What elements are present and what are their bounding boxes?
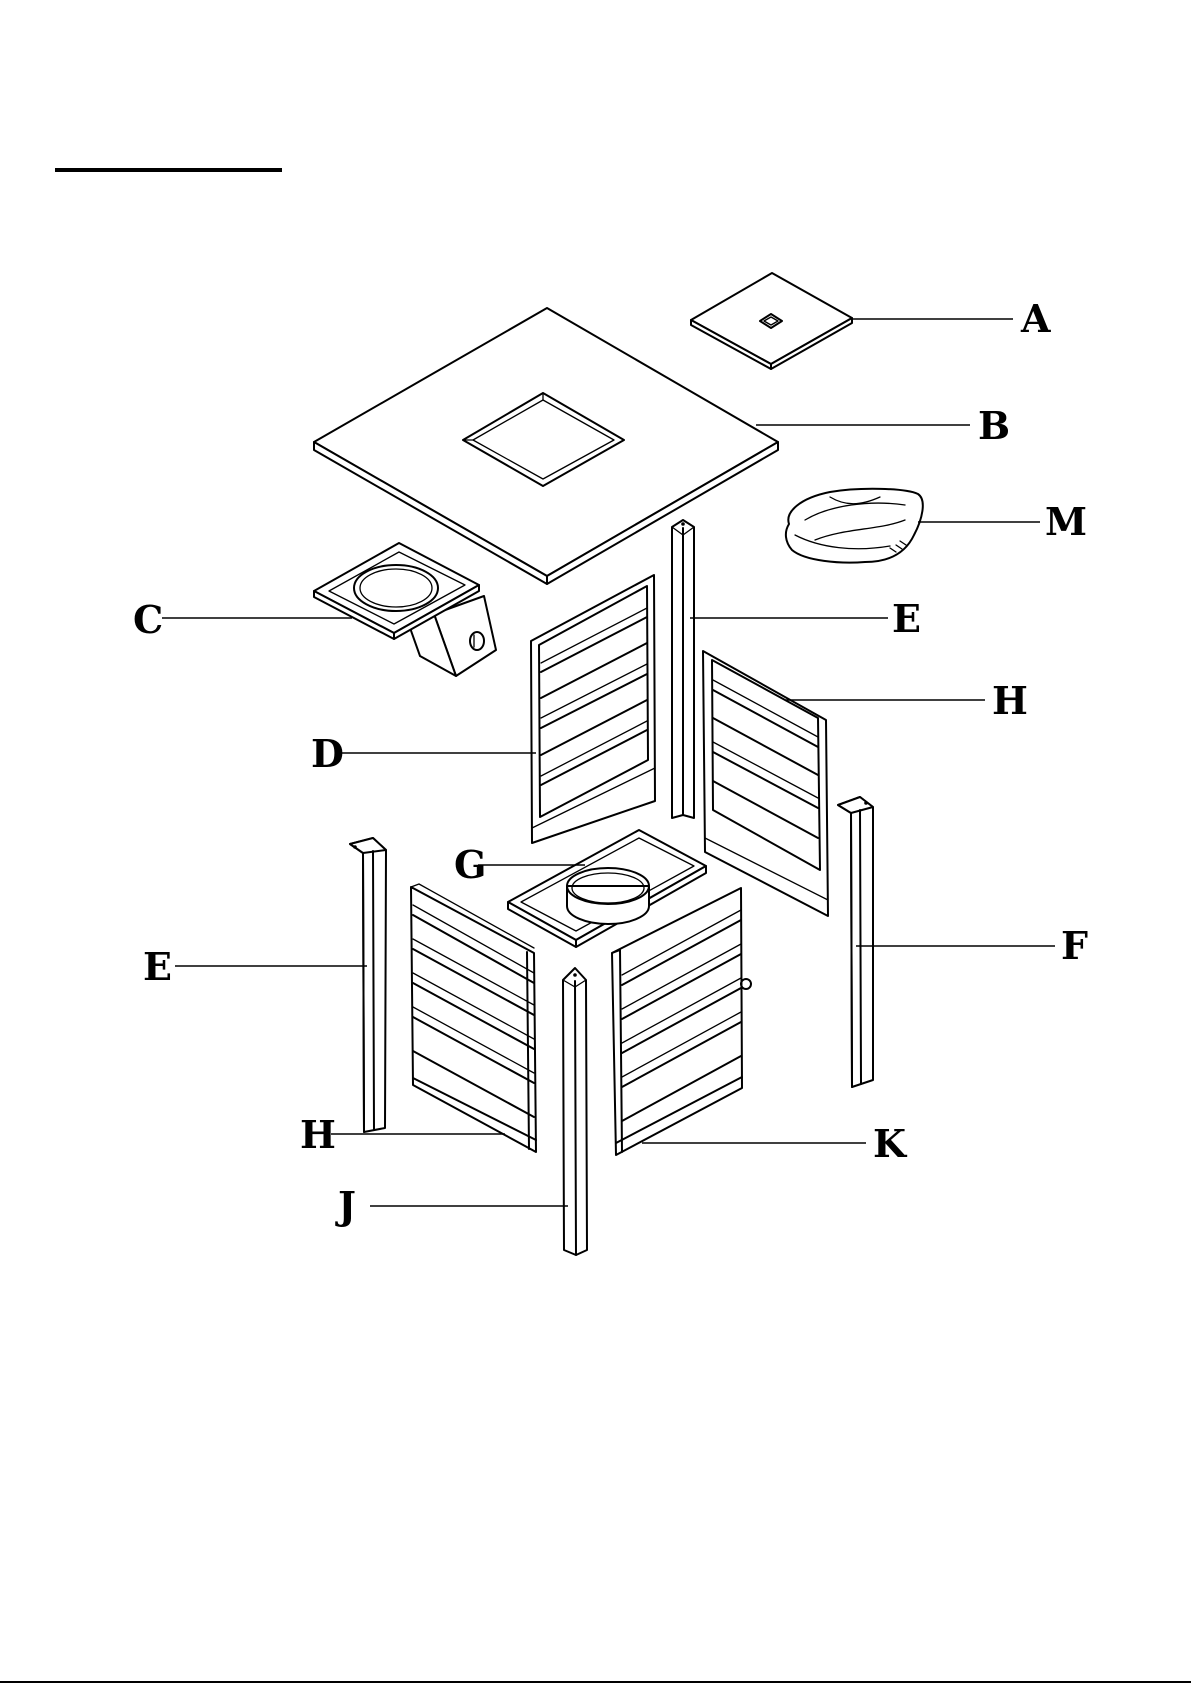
label-f: F — [1061, 923, 1088, 968]
label-c: C — [133, 597, 163, 642]
part-j-post — [563, 968, 587, 1255]
part-m-stone — [786, 489, 923, 563]
part-k-door-panel — [612, 888, 751, 1155]
part-c-burner-pan — [314, 543, 496, 676]
label-e-upper: E — [892, 596, 921, 641]
part-h-panel-lower — [411, 884, 536, 1152]
part-e-post-upper — [672, 520, 694, 818]
label-k: K — [873, 1121, 908, 1166]
label-e-lower: E — [143, 944, 172, 989]
label-h-upper: H — [992, 678, 1028, 723]
label-g: G — [454, 842, 486, 887]
label-m: M — [1045, 499, 1087, 544]
part-h-panel-upper — [703, 651, 828, 916]
label-j: J — [335, 1183, 356, 1228]
label-b: B — [978, 403, 1010, 448]
part-b-table-top — [314, 308, 778, 584]
part-a-lid — [691, 273, 852, 369]
part-d-panel — [531, 575, 655, 843]
label-a: A — [1020, 296, 1051, 341]
part-e-post-lower — [350, 838, 386, 1132]
label-d: D — [311, 731, 344, 776]
label-h-lower: H — [300, 1112, 336, 1157]
part-f-post — [838, 797, 873, 1087]
